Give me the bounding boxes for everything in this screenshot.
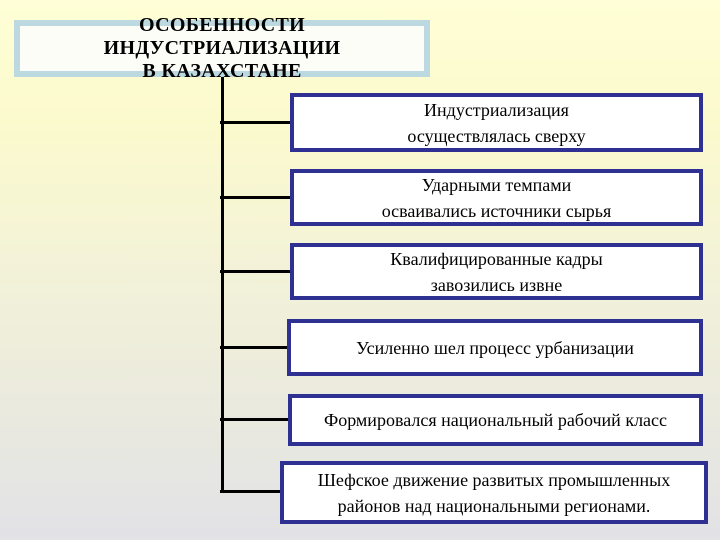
diagram-title-text: ОСОБЕННОСТИ ИНДУСТРИАЛИЗАЦИИ В КАЗАХСТАН… — [103, 14, 341, 82]
feature-box-1-text: Индустриализация осуществлялась сверху — [407, 99, 586, 146]
connector-stub — [220, 418, 292, 421]
connector-stub — [220, 196, 294, 199]
connector-stub — [220, 346, 291, 349]
feature-box-3-text: Квалифицированные кадры завозились извне — [390, 248, 603, 295]
feature-box-5-text: Формировался национальный рабочий класс — [323, 410, 668, 430]
feature-box-2-text: Ударными темпами осваивались источники с… — [381, 174, 612, 221]
feature-box-5: Формировался национальный рабочий класс — [288, 394, 703, 446]
feature-box-3: Квалифицированные кадры завозились извне — [290, 243, 703, 300]
connector-stub — [220, 270, 294, 273]
feature-box-6: Шефское движение развитых промышленных р… — [280, 461, 708, 524]
feature-box-1: Индустриализация осуществлялась сверху — [290, 93, 703, 152]
feature-box-4-text: Усиленно шел процесс урбанизации — [356, 337, 634, 358]
connector-stub — [220, 490, 284, 493]
feature-box-6-text: Шефское движение развитых промышленных р… — [317, 469, 671, 516]
feature-box-2: Ударными темпами осваивались источники с… — [290, 169, 703, 226]
feature-box-4: Усиленно шел процесс урбанизации — [287, 319, 703, 376]
diagram-title-box: ОСОБЕННОСТИ ИНДУСТРИАЛИЗАЦИИ В КАЗАХСТАН… — [14, 14, 430, 82]
connector-trunk — [221, 77, 224, 493]
connector-stub — [220, 121, 294, 124]
